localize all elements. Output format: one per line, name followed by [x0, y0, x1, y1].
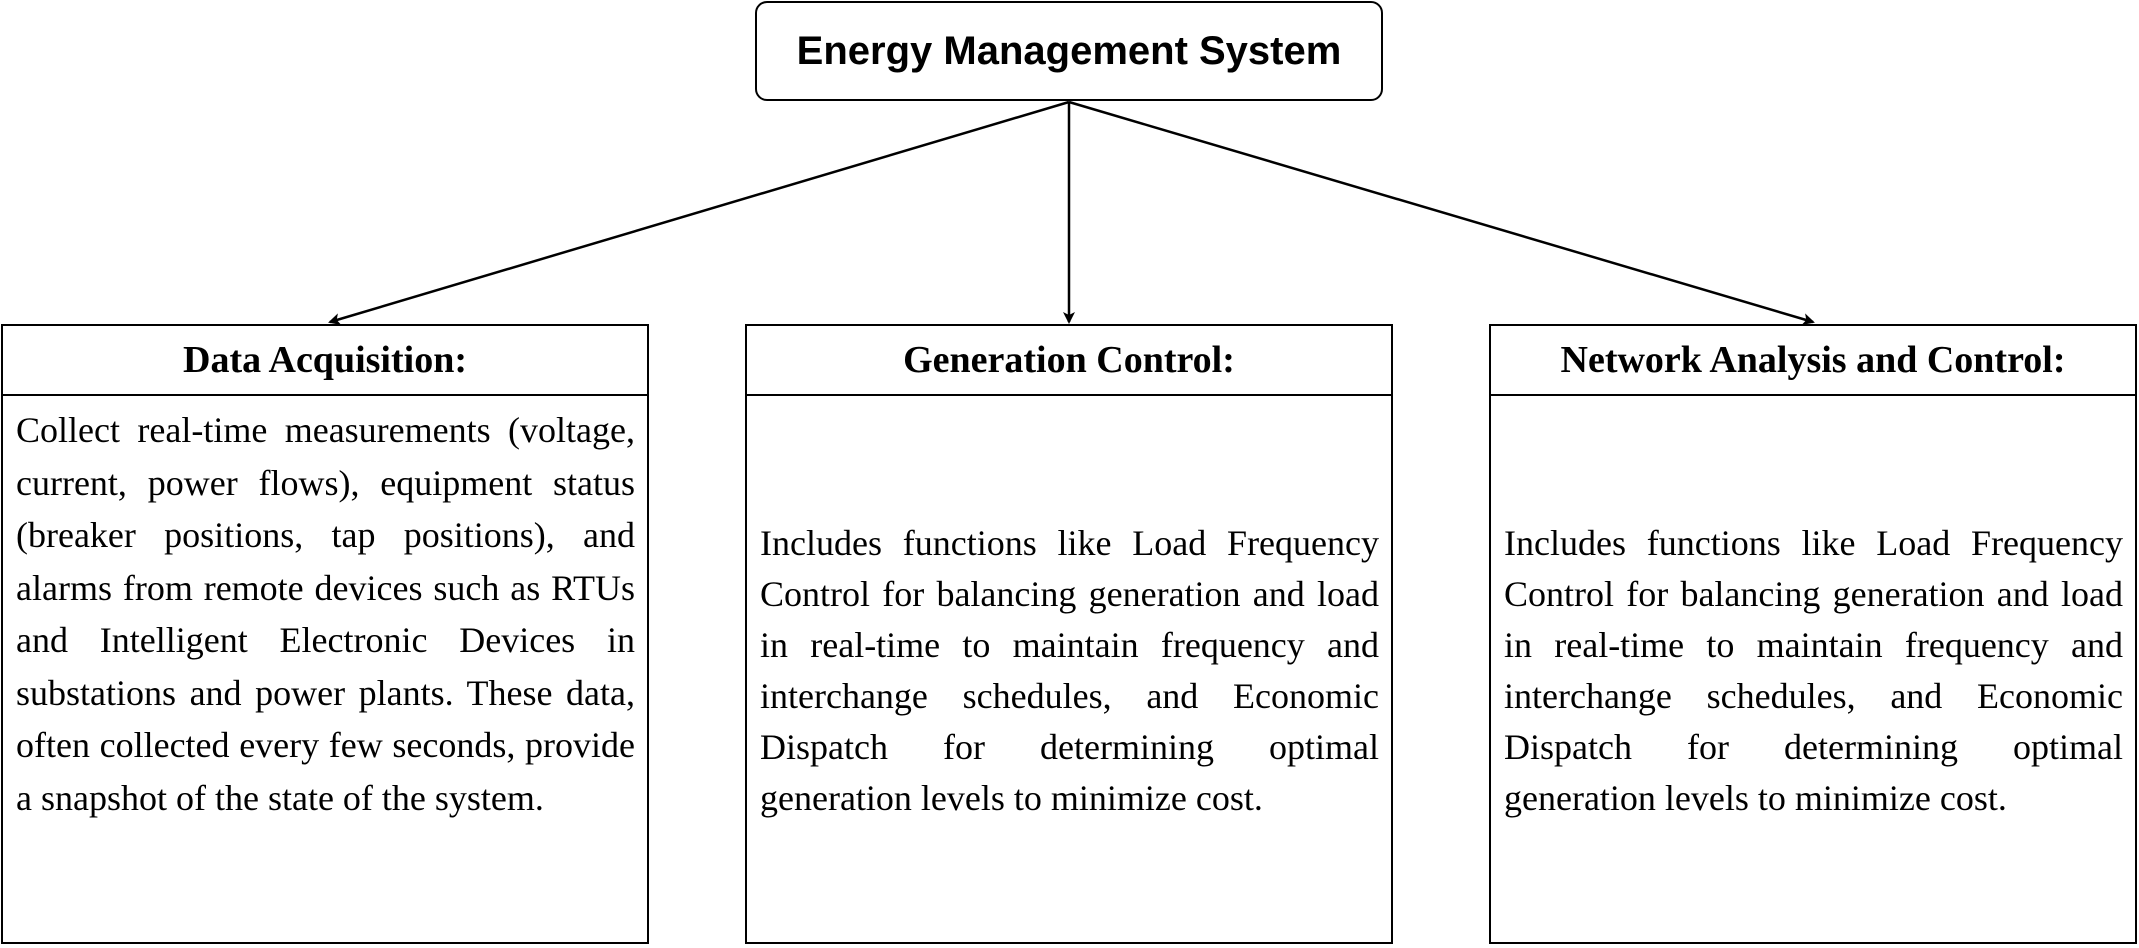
arrow-to-data-acquisition [328, 100, 1070, 325]
panel-body-generation-control: Includes functions like Load Frequency C… [747, 396, 1391, 942]
root-node: Energy Management System [755, 1, 1383, 101]
panel-text-generation-control: Includes functions like Load Frequency C… [760, 523, 1379, 818]
panel-body-data-acquisition: Collect real-time measurements (voltage,… [3, 396, 647, 942]
panel-title-data-acquisition: Data Acquisition: [3, 326, 647, 396]
panel-data-acquisition: Data Acquisition: Collect real-time meas… [1, 324, 649, 944]
panel-text-data-acquisition: Collect real-time measurements (voltage,… [16, 410, 635, 818]
panel-text-network-analysis: Includes functions like Load Frequency C… [1504, 523, 2123, 818]
root-node-title: Energy Management System [796, 28, 1342, 73]
panel-generation-control: Generation Control: Includes functions l… [745, 324, 1393, 944]
panel-title-generation-control: Generation Control: [747, 326, 1391, 396]
panel-body-network-analysis: Includes functions like Load Frequency C… [1491, 396, 2135, 942]
arrow-to-network-analysis [1068, 100, 1815, 325]
panel-network-analysis: Network Analysis and Control: Includes f… [1489, 324, 2137, 944]
panel-title-network-analysis: Network Analysis and Control: [1491, 326, 2135, 396]
